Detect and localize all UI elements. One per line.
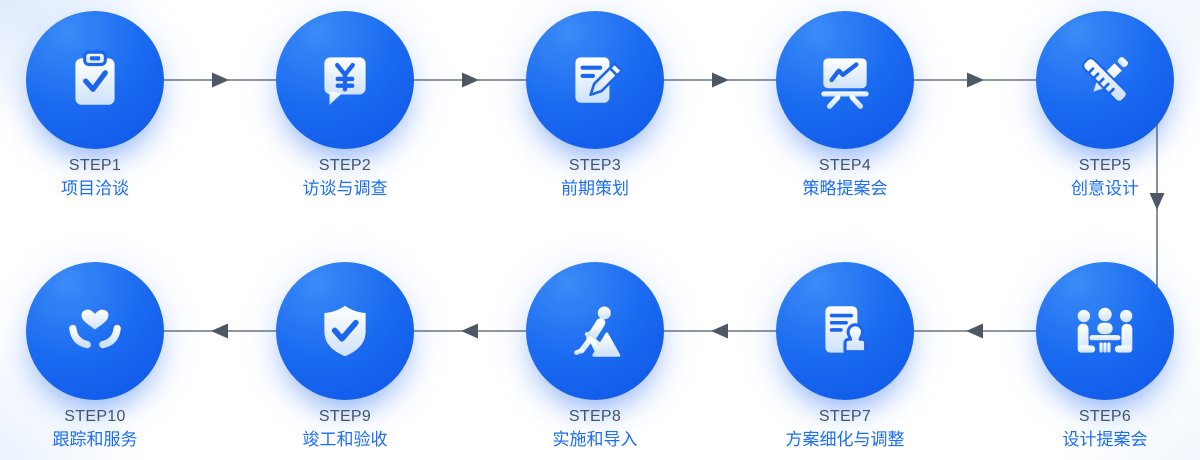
arrow-left-icon — [461, 323, 478, 339]
step-number: STEP1 — [68, 157, 122, 174]
arrow-right-icon — [462, 72, 479, 88]
step2-circle — [276, 11, 414, 149]
step-number: STEP8 — [568, 408, 622, 425]
step-node-1: STEP1 项目洽谈 — [0, 11, 195, 200]
step-title: 策略提案会 — [802, 179, 888, 199]
step-number: STEP3 — [568, 157, 622, 174]
hands-heart-icon — [69, 309, 121, 360]
step-title: 设计提案会 — [1062, 430, 1148, 450]
step-title: 访谈与调查 — [302, 179, 388, 199]
step-number: STEP6 — [1078, 408, 1132, 425]
document-stamp-icon — [825, 306, 868, 354]
step5-circle — [1036, 11, 1174, 149]
document-edit-icon — [575, 57, 624, 103]
yen-chat-bubble-icon — [324, 57, 366, 105]
arrow-left-icon — [711, 323, 728, 339]
step-number: STEP7 — [818, 408, 872, 425]
step4-circle — [776, 11, 914, 149]
step8-circle — [526, 262, 664, 400]
step-node-7: STEP7 方案细化与调整 — [745, 262, 945, 451]
step-node-3: STEP3 前期策划 — [495, 11, 695, 200]
step-title: 实施和导入 — [552, 430, 638, 450]
step-title: 跟踪和服务 — [52, 430, 138, 450]
step-number: STEP5 — [1078, 157, 1132, 174]
construction-worker-icon — [574, 306, 621, 357]
arrow-left-icon — [211, 323, 228, 339]
arrow-right-icon — [712, 72, 729, 88]
step-title: 竣工和验收 — [302, 430, 388, 450]
presentation-chart-icon — [821, 58, 869, 109]
step3-circle — [526, 11, 664, 149]
step-node-10: STEP10 跟踪和服务 — [0, 262, 195, 451]
step10-circle — [26, 262, 164, 400]
clipboard-check-icon — [75, 50, 115, 105]
arrow-right-icon — [212, 72, 229, 88]
step-node-9: STEP9 竣工和验收 — [245, 262, 445, 451]
step-title: 创意设计 — [1071, 179, 1139, 199]
step-title: 方案细化与调整 — [785, 430, 905, 450]
step-number: STEP9 — [318, 408, 372, 425]
step-node-5: STEP5 创意设计 — [1005, 11, 1200, 200]
arrow-down-icon — [1149, 193, 1165, 210]
step-node-4: STEP4 策略提案会 — [745, 11, 945, 200]
step1-circle — [26, 11, 164, 149]
step-title: 项目洽谈 — [61, 179, 129, 199]
step-number: STEP10 — [64, 408, 126, 425]
step-number: STEP4 — [818, 157, 872, 174]
shield-check-icon — [324, 305, 366, 357]
step9-circle — [276, 262, 414, 400]
pencil-ruler-icon — [1082, 57, 1128, 103]
step6-circle — [1036, 262, 1174, 400]
step-title: 前期策划 — [561, 179, 629, 199]
step-node-6: STEP6 设计提案会 — [1005, 262, 1200, 451]
arrow-right-icon — [967, 72, 984, 88]
step-node-2: STEP2 访谈与调查 — [245, 11, 445, 200]
arrow-left-icon — [966, 323, 983, 339]
step7-circle — [776, 262, 914, 400]
step-number: STEP2 — [318, 157, 372, 174]
step-node-8: STEP8 实施和导入 — [495, 262, 695, 451]
meeting-people-icon — [1077, 307, 1133, 353]
